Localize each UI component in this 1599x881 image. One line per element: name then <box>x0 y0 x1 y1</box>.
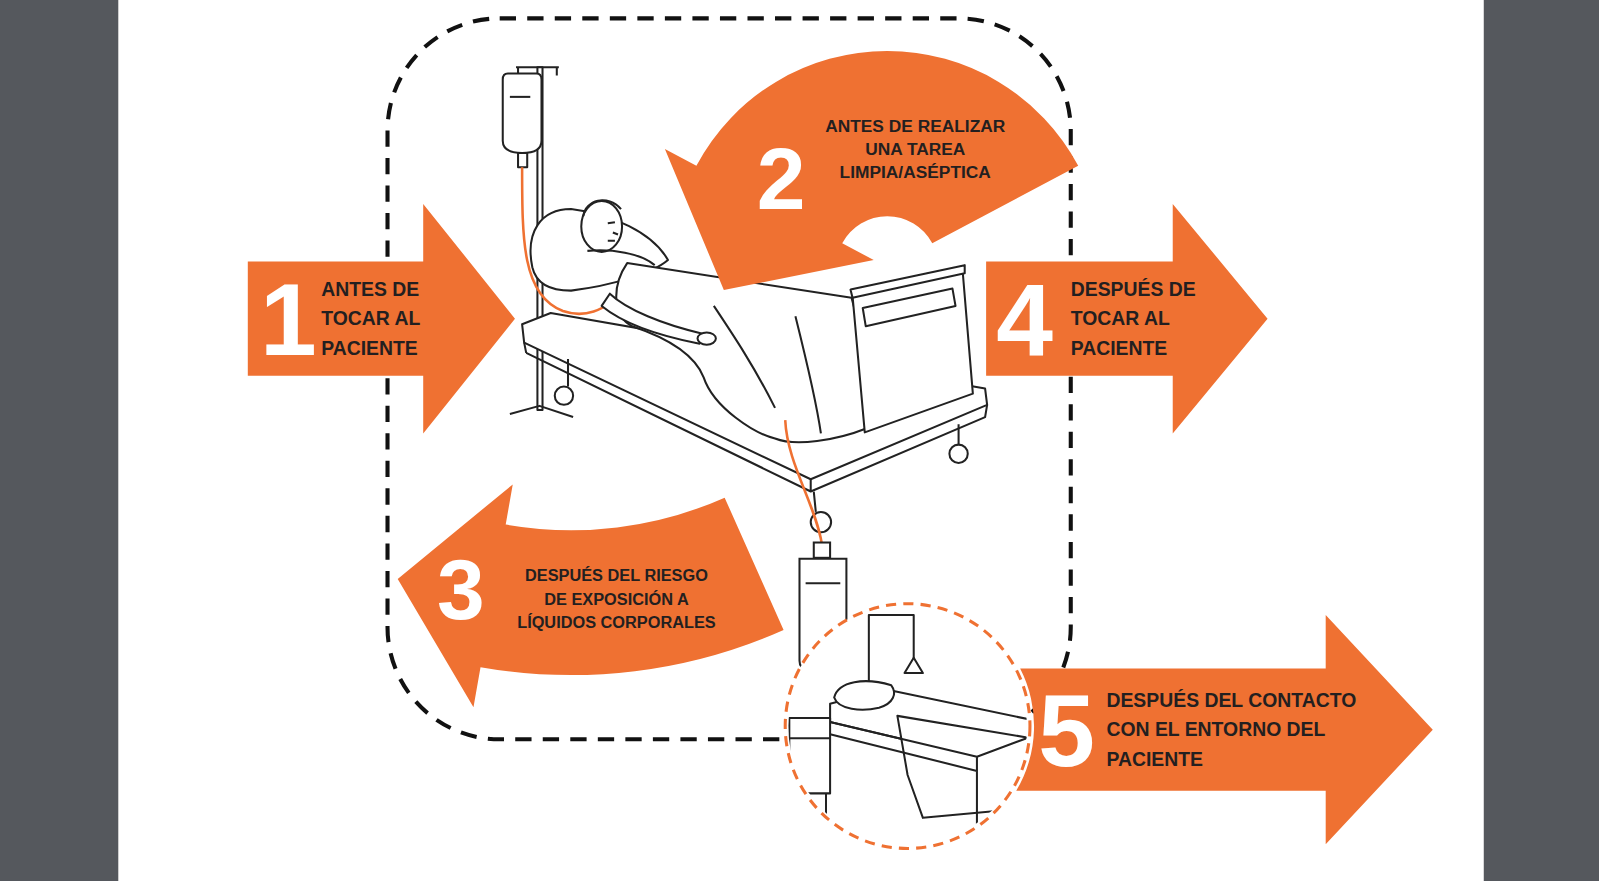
callout-number: 5 <box>1038 679 1095 781</box>
patient-environment <box>789 615 1032 826</box>
patient-shoulder <box>587 250 654 265</box>
side-bar <box>1484 0 1599 881</box>
iv-bag-mark <box>510 96 530 98</box>
moment-arrow: 3 DESPUÉS DEL RIESGO DE EXPOSICIÓN A LÍQU… <box>393 480 787 711</box>
arrow-outline <box>398 484 784 707</box>
arrow-outline <box>665 51 1078 290</box>
side-bar <box>0 0 118 881</box>
callout-number: 2 <box>757 135 806 223</box>
patient-face <box>608 222 618 240</box>
footboard-panel <box>863 289 956 327</box>
callout-number: 4 <box>996 268 1053 370</box>
wheel <box>555 386 573 404</box>
moment-label: ANTES DE TOCAR AL PACIENTE <box>321 274 474 363</box>
callout-number: 3 <box>437 547 485 633</box>
footboard <box>853 271 973 432</box>
empty-pillow <box>834 681 894 709</box>
number-slot: 2 <box>757 135 806 223</box>
bag-mark <box>806 582 841 584</box>
moment-arrow: 4DESPUÉS DE TOCAR AL PACIENTE <box>986 204 1267 433</box>
bedside-table <box>789 718 830 793</box>
arrow-outline <box>986 204 1267 433</box>
drain-tube <box>785 420 822 544</box>
arrow-outline <box>248 204 515 433</box>
text-slot: ANTES DE TOCAR AL PACIENTE <box>321 274 474 363</box>
number-slot: 3 <box>437 547 485 633</box>
sheet-fold <box>714 306 821 433</box>
patient-head <box>581 201 622 252</box>
arrow-outline <box>1016 615 1433 844</box>
moment-arrow: 5DESPUÉS DEL CONTACTO CON EL ENTORNO DEL… <box>1018 615 1433 844</box>
patient-hand <box>698 332 716 344</box>
environment-outline <box>785 604 1030 849</box>
text-slot: DESPUÉS DE TOCAR AL PACIENTE <box>1071 274 1246 363</box>
moment-label: DESPUÉS DEL RIESGO DE EXPOSICIÓN A LÍQUI… <box>512 564 721 634</box>
number-slot: 4 <box>996 268 1053 370</box>
wheel <box>949 445 967 463</box>
text-slot: DESPUÉS DEL CONTACTO CON EL ENTORNO DEL … <box>1106 685 1373 774</box>
number-slot: 5 <box>1038 679 1095 781</box>
callout-number: 1 <box>260 268 317 370</box>
footboard-cap <box>850 265 964 298</box>
moment-label: ANTES DE REALIZAR UNA TAREA LIMPIA/ASÉPT… <box>816 114 1015 184</box>
moment-label: DESPUÉS DE TOCAR AL PACIENTE <box>1071 274 1246 363</box>
empty-bed-rail <box>830 722 1032 826</box>
bag-neck <box>814 543 830 558</box>
moment-arrow: 1ANTES DE TOCAR AL PACIENTE <box>248 204 515 433</box>
drip-chamber <box>518 153 527 167</box>
text-slot: DESPUÉS DEL RIESGO DE EXPOSICIÓN A LÍQUI… <box>512 564 721 634</box>
text-slot: ANTES DE REALIZAR UNA TAREA LIMPIA/ASÉPT… <box>816 114 1015 184</box>
number-slot: 1 <box>260 268 317 370</box>
patient-hair <box>583 200 621 216</box>
moment-arrow: 2ANTES DE REALIZAR UNA TAREA LIMPIA/ASÉP… <box>661 47 1082 294</box>
iv-base <box>510 406 573 417</box>
bed-sheet <box>616 263 867 442</box>
iv-bag <box>503 73 542 153</box>
moment-label: DESPUÉS DEL CONTACTO CON EL ENTORNO DEL … <box>1106 685 1373 774</box>
lamp-shade <box>905 658 923 673</box>
patient-arm <box>602 294 702 344</box>
